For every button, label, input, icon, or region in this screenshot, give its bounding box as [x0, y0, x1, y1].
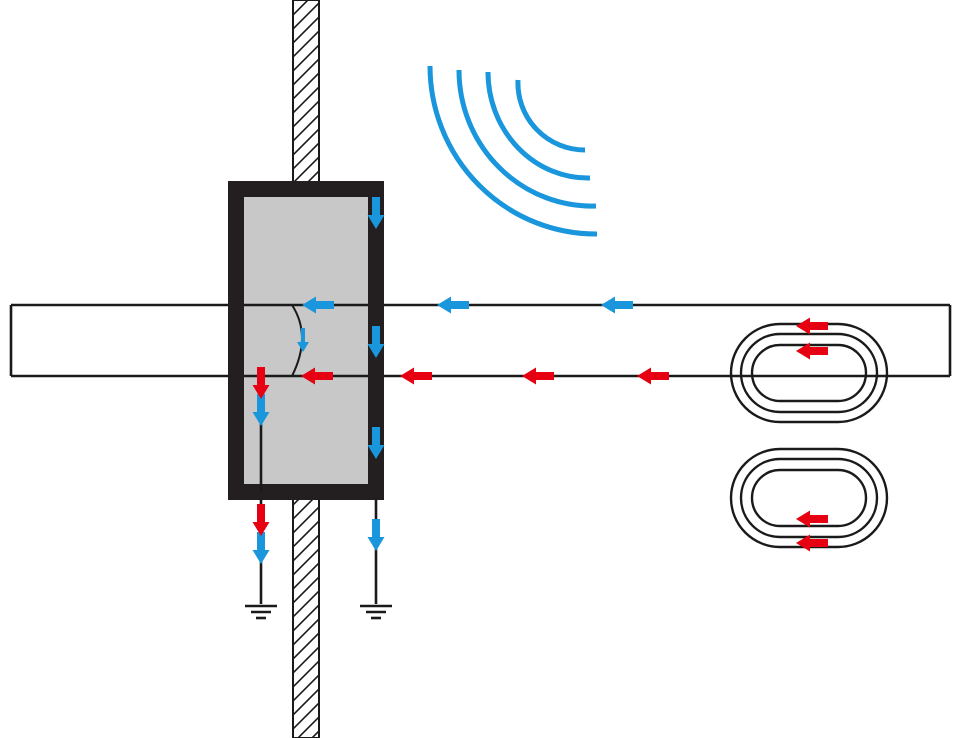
blue-arrow-shield-a	[302, 296, 334, 314]
blue-arrow-shield-b	[437, 296, 469, 314]
red-arrow-inner-drop	[252, 367, 270, 399]
red-arrow-coil-bottom-2	[796, 534, 828, 552]
red-arrow-ground-left	[252, 504, 270, 536]
magnetic-coupling-loop-icon	[729, 322, 889, 424]
red-arrow-cable-c	[522, 367, 554, 385]
enclosure-frame	[228, 181, 384, 500]
red-arrow-coil-top-2	[796, 342, 828, 360]
ground-symbol-icon	[360, 604, 392, 620]
radiated-emission-wave-icon	[427, 65, 598, 237]
red-arrow-coil-top-1	[796, 317, 828, 335]
ground-symbol-icon	[245, 604, 277, 620]
upper-loop-outer	[729, 322, 889, 424]
blue-arrow-inner-drop	[252, 394, 270, 426]
blue-arrow-shield-c	[601, 296, 633, 314]
red-arrow-cable-d	[637, 367, 669, 385]
red-arrow-cable-b	[400, 367, 432, 385]
blue-arrow-ground-right	[367, 519, 385, 551]
wave-arc-4	[427, 65, 598, 237]
blue-arrow-enc-mid	[367, 326, 385, 358]
blue-arrow-ground-left	[252, 532, 270, 564]
hatched-wall	[292, 0, 320, 738]
lower-loop-outer	[729, 447, 889, 549]
blue-arrow-enc-low	[367, 427, 385, 459]
wall-lower	[292, 498, 320, 738]
magnetic-coupling-loop-icon	[729, 447, 889, 549]
current-arrows	[252, 197, 828, 564]
upper-loop-middle	[739, 332, 879, 414]
cable-bundle	[9, 303, 952, 378]
blue-arrow-inner-shunt	[297, 328, 309, 352]
wave-arc-2	[485, 71, 591, 181]
red-arrow-cable-a	[301, 367, 333, 385]
blue-arrow-enc-top	[367, 197, 385, 229]
wave-arc-1	[515, 79, 586, 153]
shielded-enclosure	[228, 181, 384, 500]
red-arrow-coil-bottom-1	[796, 510, 828, 528]
wave-arc-3	[456, 69, 597, 209]
wall-upper	[292, 0, 320, 183]
